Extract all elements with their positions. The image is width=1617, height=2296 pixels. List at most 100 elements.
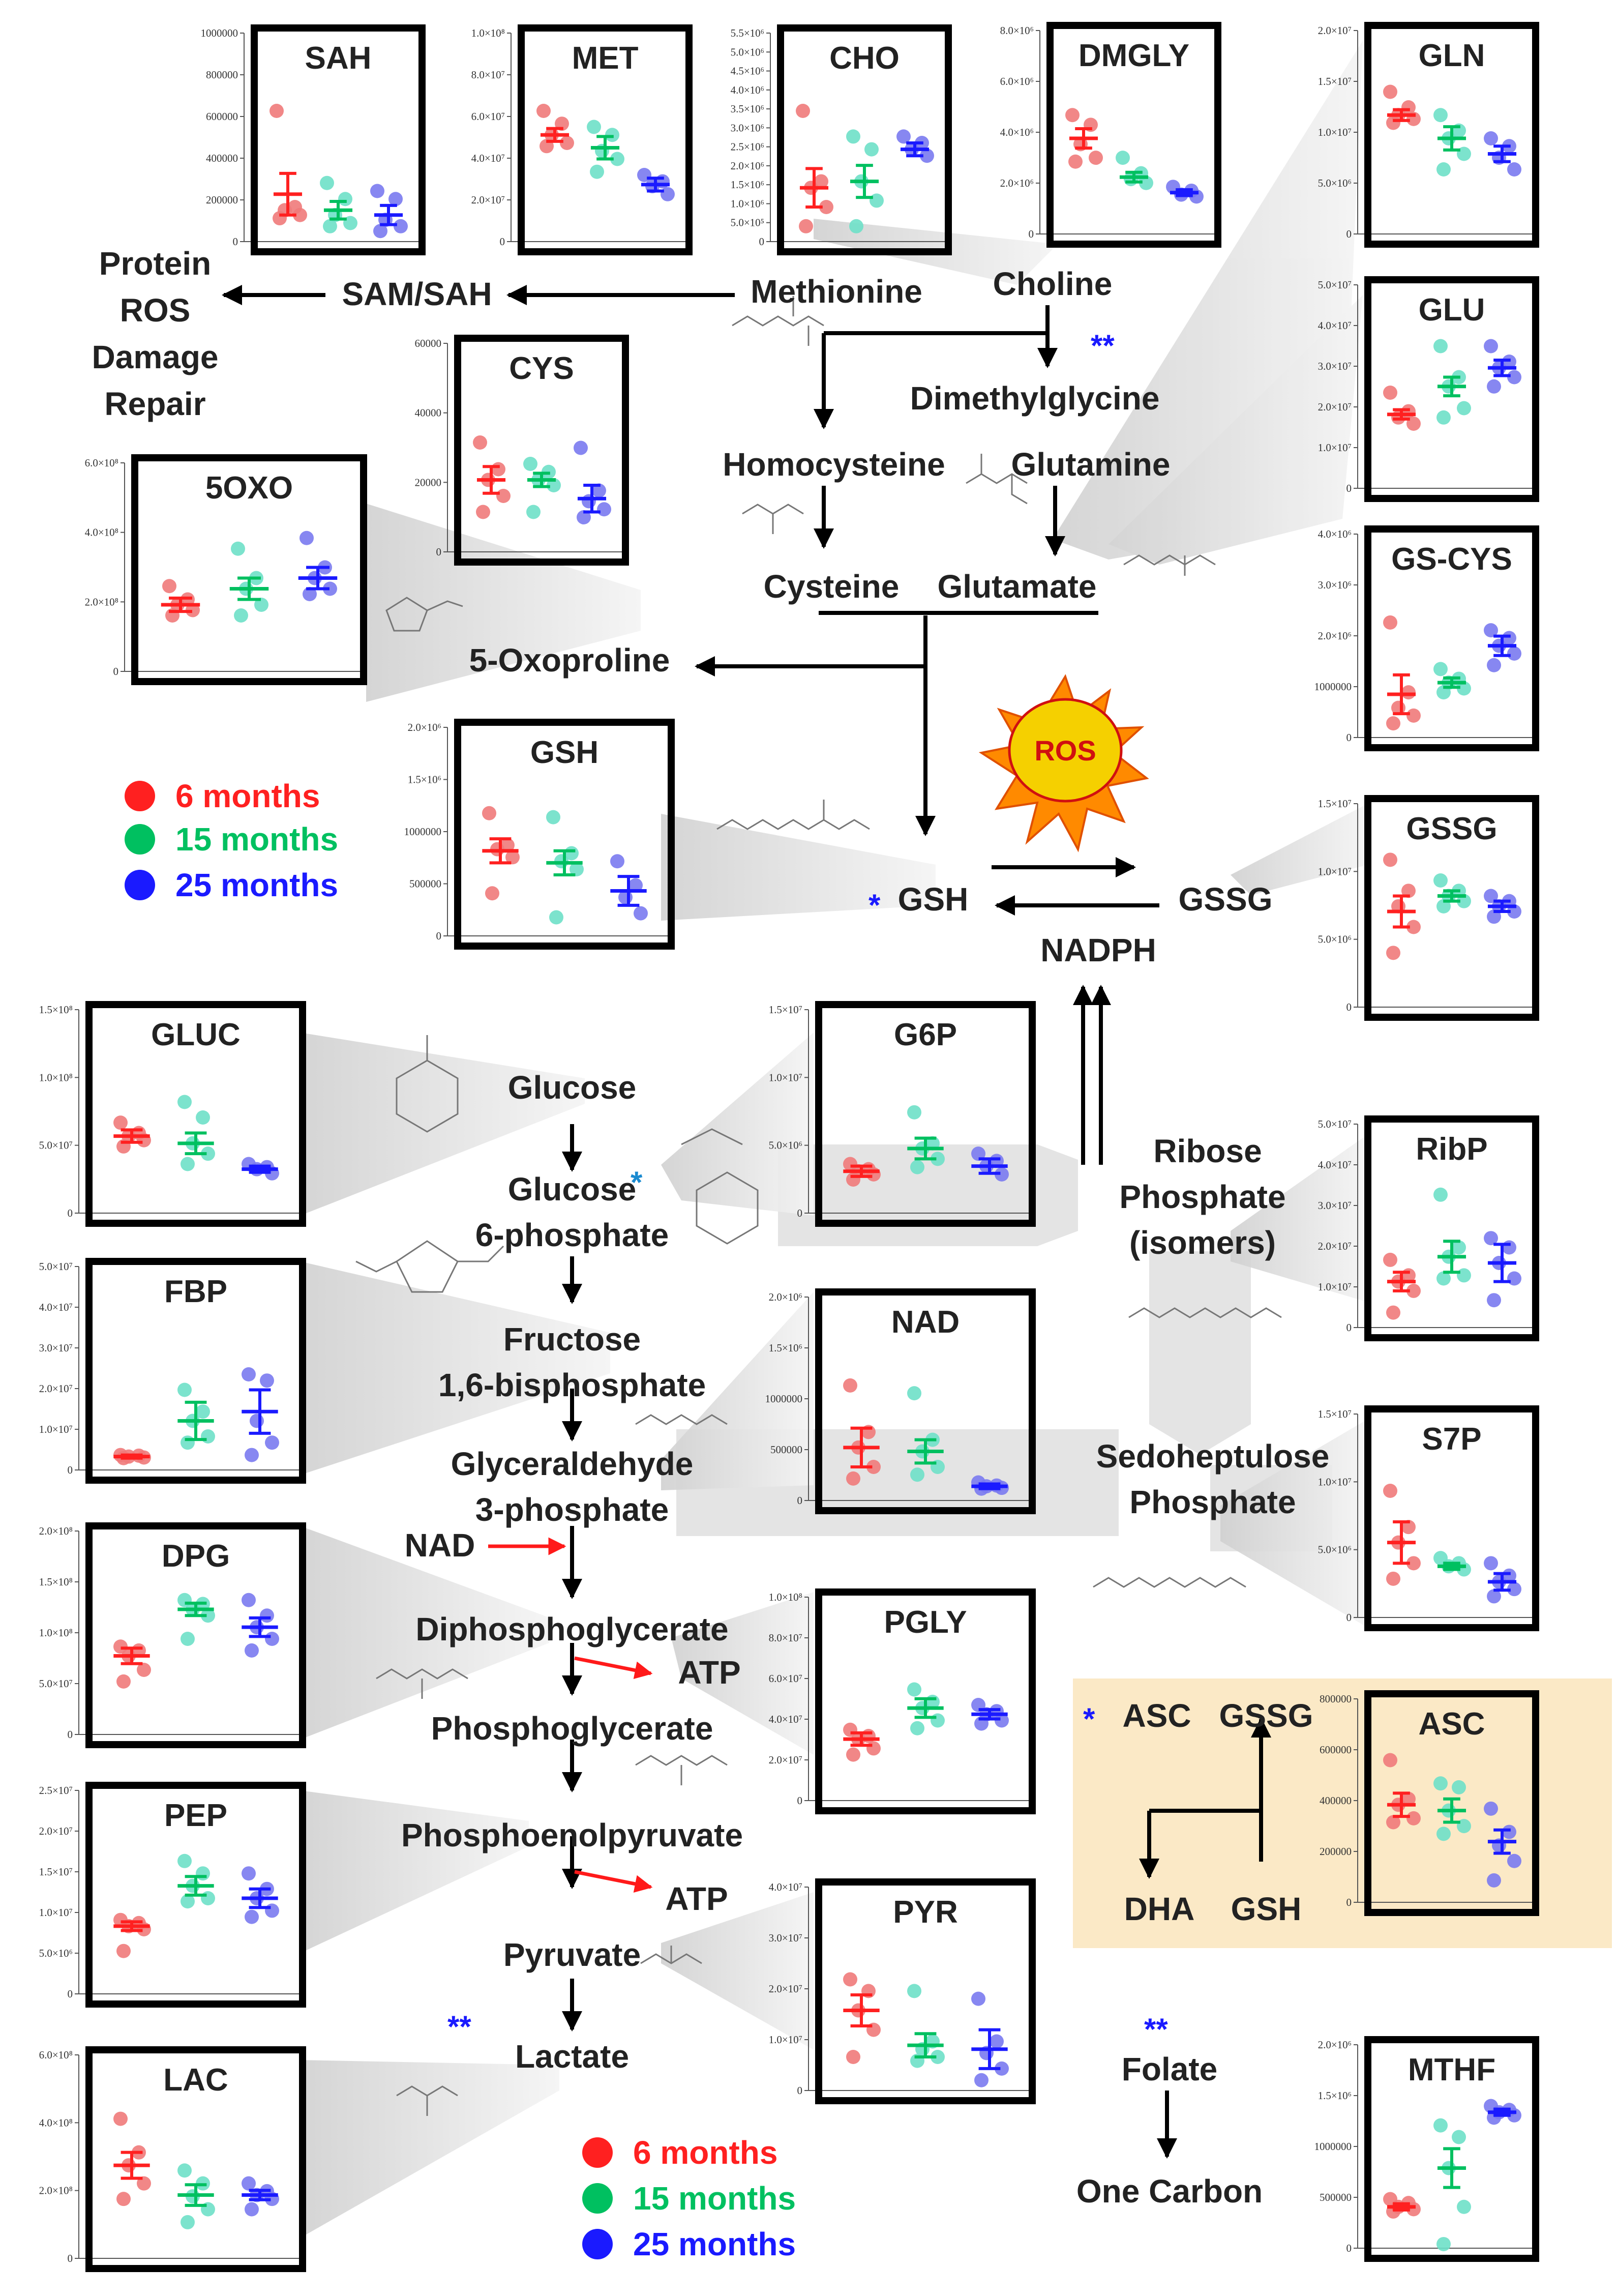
- data-point: [1452, 1240, 1466, 1255]
- label-ribose-3: (isomers): [1129, 1224, 1276, 1261]
- data-point: [1436, 899, 1451, 914]
- y-tick-label: 1.0×10⁷: [1318, 1281, 1352, 1293]
- y-tick-label: 5.0×10⁶: [1318, 933, 1352, 946]
- data-point: [177, 1095, 192, 1109]
- data-point: [814, 174, 828, 189]
- y-tick-label: 0: [1346, 1611, 1352, 1624]
- y-tick-label: 6.0×10⁶: [1000, 75, 1034, 87]
- y-tick-label: 0: [113, 665, 119, 678]
- data-point: [1484, 889, 1498, 903]
- y-tick-label: 2.0×10⁷: [769, 1983, 802, 1995]
- label-fbp-2: 1,6-bisphosphate: [438, 1367, 706, 1403]
- label-gssg-inset: GSSG: [1219, 1697, 1313, 1734]
- panel-title: GSH: [530, 735, 598, 770]
- data-point: [1457, 1819, 1471, 1834]
- data-point: [1383, 1252, 1397, 1267]
- y-tick-label: 0: [68, 2252, 73, 2264]
- data-point: [1507, 1271, 1521, 1286]
- label-cysteine: Cysteine: [764, 568, 900, 605]
- data-point: [1406, 1283, 1421, 1298]
- y-tick-label: 1.5×10⁷: [769, 1004, 802, 1016]
- label-atp-1: ATP: [678, 1654, 740, 1691]
- label-damage: Damage: [92, 339, 219, 375]
- legend-bottom: 6 months 15 months 25 months: [582, 2134, 796, 2262]
- data-point: [394, 219, 408, 233]
- data-point: [1484, 1231, 1498, 1246]
- data-point: [323, 219, 337, 233]
- label-glucose-6p-2: 6-phosphate: [475, 1217, 669, 1253]
- data-point: [265, 1435, 279, 1450]
- data-point: [242, 1593, 256, 1607]
- panel-title: PEP: [164, 1798, 227, 1833]
- y-tick-label: 4.5×10⁶: [731, 65, 764, 77]
- data-point: [196, 1110, 210, 1125]
- label-nad-input: NAD: [405, 1527, 475, 1564]
- y-tick-label: 1.5×10⁶: [731, 179, 764, 191]
- callout-wedges: [300, 41, 1368, 2238]
- y-tick-label: 4.0×10⁸: [85, 526, 118, 539]
- data-point: [242, 2176, 256, 2191]
- data-point: [1406, 1556, 1421, 1571]
- data-point: [605, 128, 619, 142]
- data-point: [799, 219, 813, 233]
- panel-title: DPG: [162, 1539, 230, 1574]
- data-point: [242, 1866, 256, 1881]
- data-point: [1386, 1571, 1400, 1586]
- data-point: [1452, 2130, 1466, 2144]
- data-point: [1484, 131, 1498, 145]
- data-point: [1484, 339, 1498, 354]
- data-point: [181, 1435, 195, 1450]
- panel-frame: [85, 1258, 306, 1484]
- y-tick-label: 0: [1346, 731, 1352, 744]
- star-gsh: *: [869, 888, 881, 922]
- data-point: [1433, 2118, 1448, 2133]
- data-point: [896, 129, 911, 144]
- y-tick-label: 2.0×10⁶: [1000, 177, 1034, 189]
- y-tick-label: 2.0×10⁷: [1318, 1240, 1352, 1252]
- data-point: [907, 1682, 921, 1697]
- data-point: [1487, 1293, 1501, 1308]
- data-point: [113, 2111, 128, 2126]
- asc-inset-background: [1073, 1679, 1612, 1948]
- data-point: [201, 1608, 215, 1623]
- data-point: [338, 192, 352, 207]
- y-tick-label: 2.5×10⁶: [731, 141, 764, 153]
- star-folate: **: [1144, 2012, 1168, 2046]
- y-tick-label: 1.0×10⁷: [39, 1423, 73, 1435]
- y-tick-label: 3.0×10⁷: [1318, 360, 1352, 372]
- data-point: [1484, 1801, 1498, 1816]
- data-point: [113, 1639, 128, 1654]
- panel-title: FBP: [164, 1274, 227, 1309]
- y-tick-label: 1.0×10⁶: [731, 197, 764, 210]
- y-tick-label: 4.0×10⁷: [39, 1301, 73, 1313]
- data-point: [1433, 339, 1448, 354]
- panel-frame: [815, 1288, 1036, 1514]
- y-tick-label: 5.0×10⁶: [1318, 177, 1352, 189]
- label-methionine: Methionine: [751, 273, 922, 310]
- data-point: [1406, 920, 1421, 934]
- data-point: [1401, 884, 1416, 898]
- data-point: [590, 164, 604, 179]
- panel-title: SAH: [305, 41, 372, 76]
- panel-frame: [777, 24, 952, 255]
- y-tick-label: 5.0×10⁶: [1318, 1544, 1352, 1556]
- data-point: [849, 219, 863, 233]
- data-point: [300, 531, 314, 545]
- y-tick-label: 5.0×10⁵: [731, 217, 764, 229]
- data-point: [485, 886, 499, 901]
- data-point: [181, 1157, 195, 1171]
- label-fbp-1: Fructose: [503, 1321, 641, 1358]
- data-point: [116, 1944, 131, 1958]
- legend-bottom-dot-25: [582, 2229, 613, 2259]
- y-tick-label: 800000: [206, 69, 238, 81]
- y-tick-label: 5.0×10⁶: [769, 1139, 802, 1152]
- star-choline: **: [1091, 329, 1115, 363]
- data-point: [1436, 1827, 1451, 1841]
- panel-frame: [1364, 1690, 1539, 1916]
